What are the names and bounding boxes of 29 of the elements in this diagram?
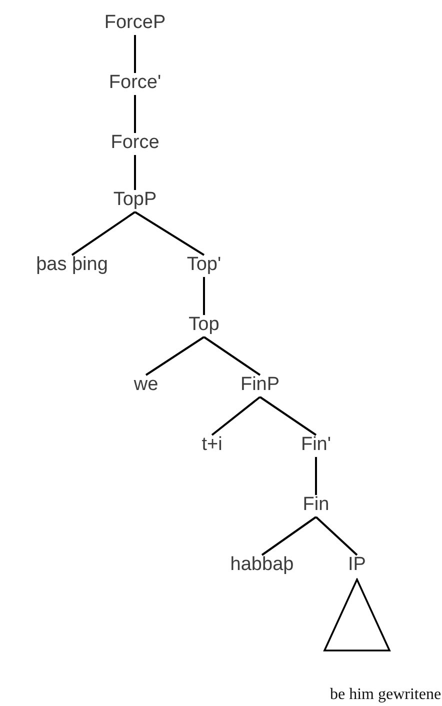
tree-branch [145,336,205,376]
tree-branch [134,155,136,190]
tree-node-label: Top [188,314,220,336]
tree-node-label: Force' [108,72,162,94]
terminal-string: be him gewritene [330,686,442,704]
tree-branch [315,457,317,495]
tree-branch [203,277,205,315]
tree-node-label: ForceP [104,12,166,34]
tree-node-label: Fin [302,494,330,516]
tree-node-label: IP [348,554,366,576]
triangle [323,578,391,652]
tree-node-label: Fin' [300,434,332,456]
tree-node-label: Force [110,132,160,154]
tree-branch [315,516,358,556]
tree-branch [134,35,136,73]
tree-node-label: TopP [113,189,157,211]
tree-node-label: Top' [186,254,222,276]
tree-branch [211,396,261,436]
tree-branch [261,516,317,556]
tree-node-label: we [134,374,158,396]
tree-branch [71,211,136,256]
tree-node-label: FinP [240,374,280,396]
tree-node-label: t+i [202,434,222,456]
tree-branch [134,95,136,133]
tree-node-label: þas þing [36,254,108,276]
tree-branch [203,336,261,376]
tree-branch [134,211,205,256]
tree-branch [259,396,317,436]
tree-node-label: habbaþ [230,554,294,576]
